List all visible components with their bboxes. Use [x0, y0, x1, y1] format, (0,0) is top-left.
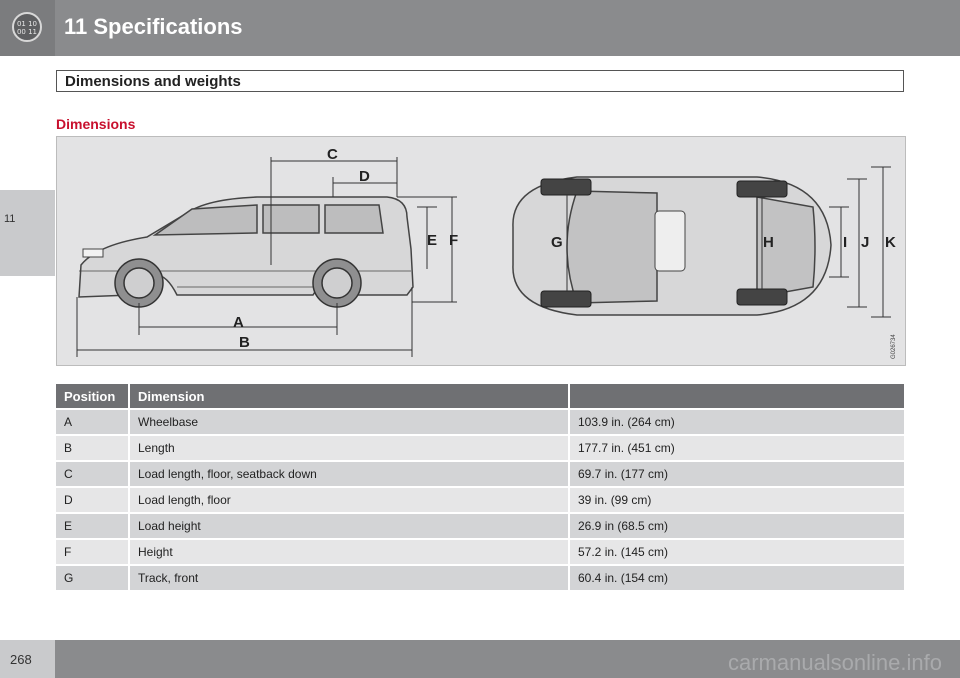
row-value: 26.9 in (68.5 cm) — [570, 512, 904, 538]
dimensions-table: Position Dimension A Wheelbase 103.9 in.… — [56, 384, 904, 590]
header-bar — [0, 0, 960, 56]
section-header: Dimensions and weights — [56, 70, 904, 92]
label-g: G — [551, 234, 563, 251]
row-dimension: Load height — [130, 512, 570, 538]
row-position: F — [56, 538, 130, 564]
table-row: C Load length, floor, seatback down 69.7… — [56, 460, 904, 486]
label-c: C — [327, 146, 338, 163]
row-value: 69.7 in. (177 cm) — [570, 460, 904, 486]
label-e: E — [427, 232, 437, 249]
footer-page-tab — [0, 640, 55, 678]
row-dimension: Length — [130, 434, 570, 460]
row-dimension: Wheelbase — [130, 408, 570, 434]
icon-line-2: 00 11 — [16, 28, 38, 36]
row-value: 57.2 in. (145 cm) — [570, 538, 904, 564]
row-position: A — [56, 408, 130, 434]
top-view-wheels — [540, 178, 788, 308]
top-dimension-lines — [566, 166, 891, 318]
table-header-row: Position Dimension — [56, 384, 904, 408]
row-position: E — [56, 512, 130, 538]
label-f: F — [449, 232, 458, 249]
header-position: Position — [56, 384, 130, 408]
label-i: I — [843, 234, 847, 251]
label-a: A — [233, 314, 244, 331]
row-value: 60.4 in. (154 cm) — [570, 564, 904, 590]
label-h: H — [763, 234, 774, 251]
row-position: B — [56, 434, 130, 460]
row-dimension: Load length, floor, seatback down — [130, 460, 570, 486]
label-j: J — [861, 234, 869, 251]
icon-line-1: 01 10 — [16, 20, 38, 28]
chapter-title: 11 Specifications — [64, 14, 243, 39]
section-title: Dimensions and weights — [65, 73, 241, 90]
row-dimension: Track, front — [130, 564, 570, 590]
figure-code: G026734 — [891, 334, 897, 359]
label-k: K — [885, 234, 896, 251]
header-value — [570, 384, 904, 408]
page-number: 268 — [10, 652, 32, 667]
dimensions-figure: C D E F A B — [56, 136, 906, 366]
side-view-wheels — [114, 258, 362, 308]
header-dimension: Dimension — [130, 384, 570, 408]
table-row: E Load height 26.9 in (68.5 cm) — [56, 512, 904, 538]
table-row: D Load length, floor 39 in. (99 cm) — [56, 486, 904, 512]
chapter-binary-icon: 01 10 00 11 — [12, 12, 42, 42]
row-value: 177.7 in. (451 cm) — [570, 434, 904, 460]
table-row: G Track, front 60.4 in. (154 cm) — [56, 564, 904, 590]
row-position: C — [56, 460, 130, 486]
row-position: D — [56, 486, 130, 512]
subsection-title: Dimensions — [56, 116, 136, 132]
header-icon-area: 01 10 00 11 — [0, 0, 55, 56]
chapter-tab-label: 11 — [4, 213, 16, 225]
table-row: F Height 57.2 in. (145 cm) — [56, 538, 904, 564]
table-row: B Length 177.7 in. (451 cm) — [56, 434, 904, 460]
row-dimension: Height — [130, 538, 570, 564]
top-view-car — [512, 176, 832, 316]
footer-bar — [0, 640, 960, 678]
row-dimension: Load length, floor — [130, 486, 570, 512]
row-value: 103.9 in. (264 cm) — [570, 408, 904, 434]
table-row: A Wheelbase 103.9 in. (264 cm) — [56, 408, 904, 434]
left-rail — [0, 56, 55, 640]
row-value: 39 in. (99 cm) — [570, 486, 904, 512]
side-dimension-lines — [76, 157, 457, 357]
watermark: carmanualsonline.info — [727, 650, 942, 675]
chapter-tab[interactable] — [0, 190, 55, 276]
row-position: G — [56, 564, 130, 590]
label-d: D — [359, 168, 370, 185]
label-b: B — [239, 334, 250, 351]
dimensions-diagram: C D E F A B — [76, 146, 897, 359]
